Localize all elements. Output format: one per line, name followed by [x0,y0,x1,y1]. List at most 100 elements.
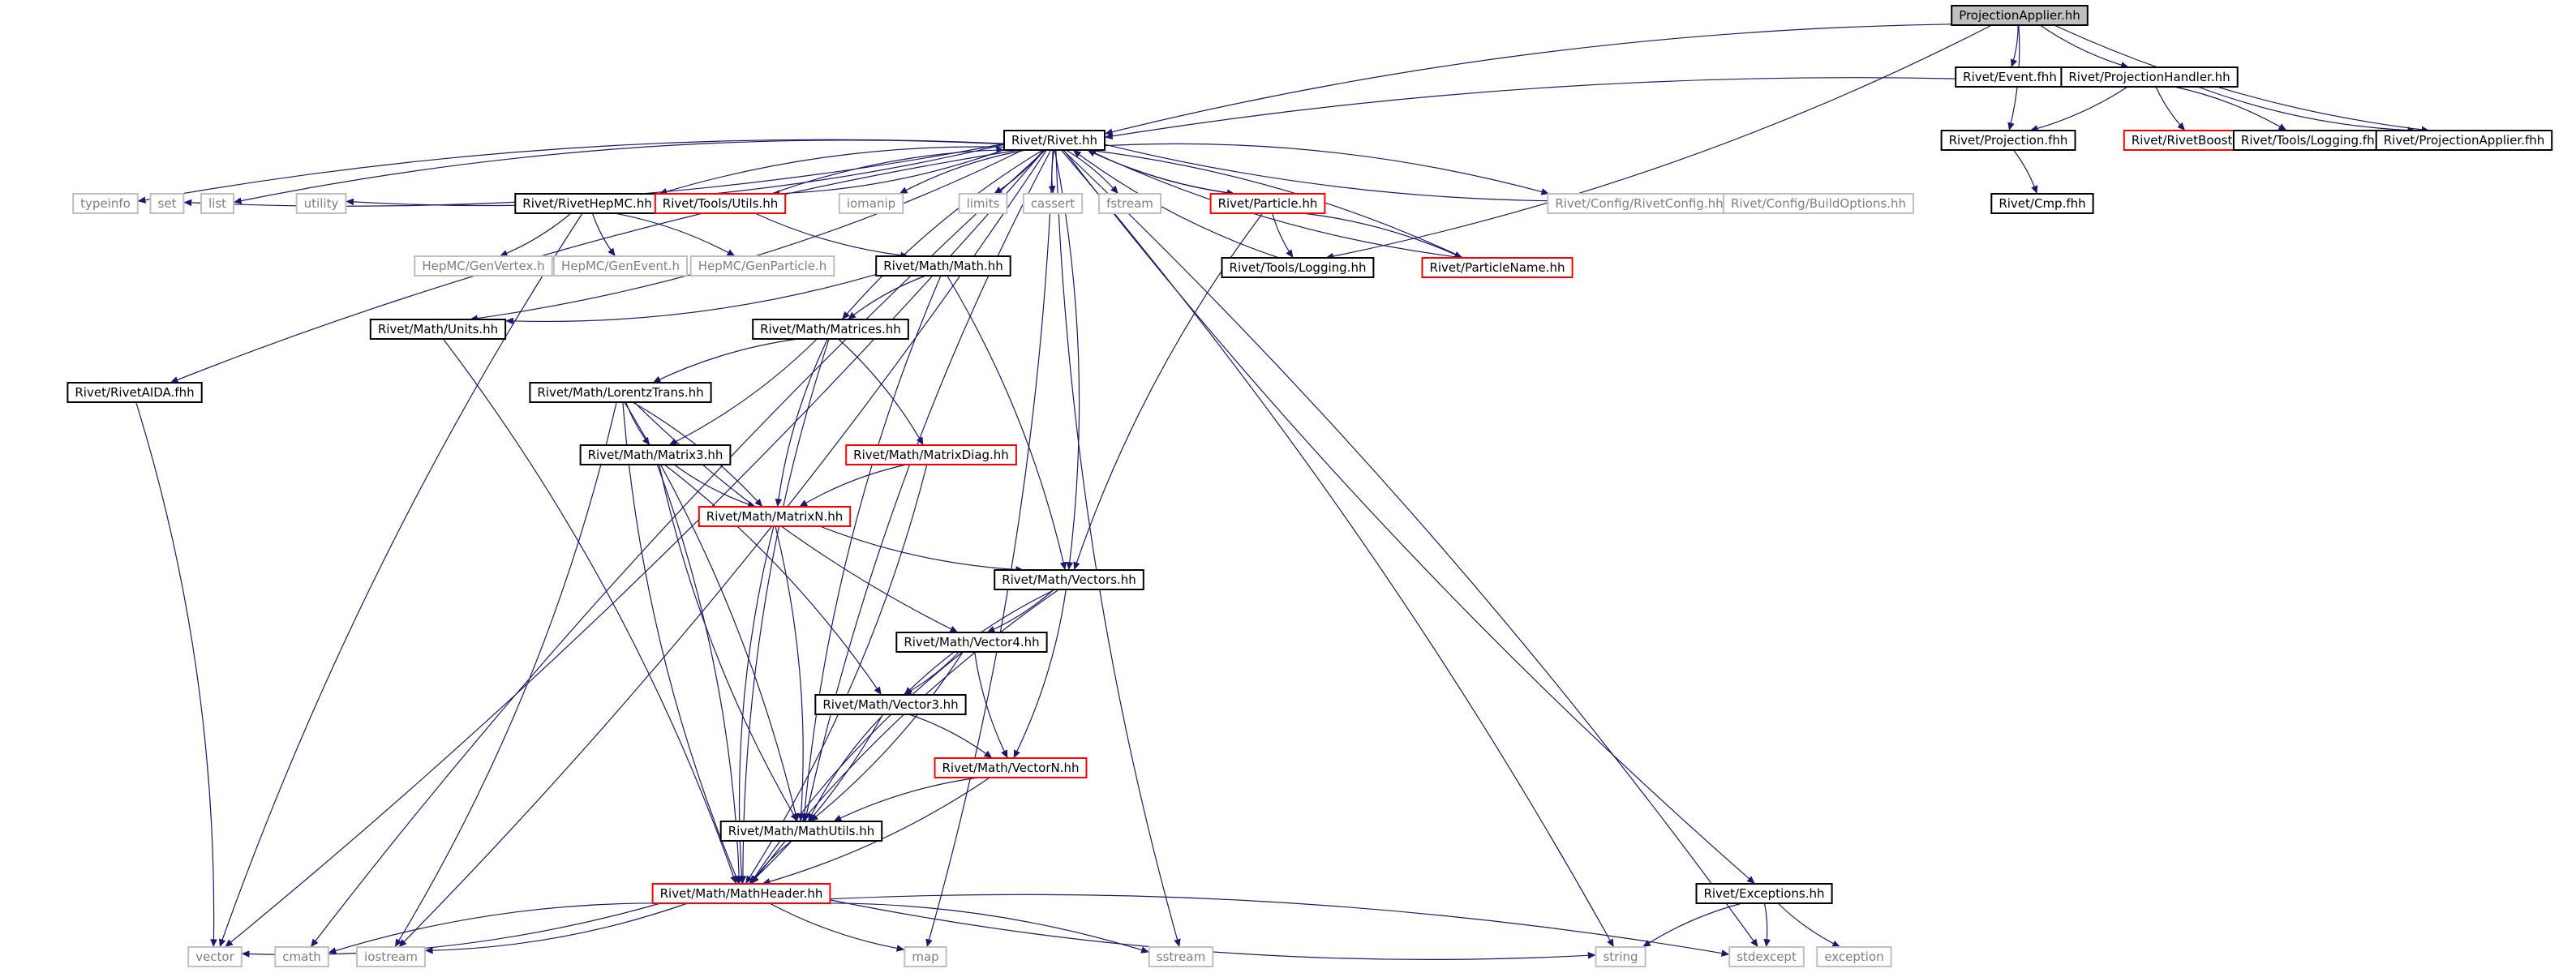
node-box [529,382,712,403]
edge-vector4-to-vectorn [974,651,1008,759]
node-box [579,444,732,465]
node-box [187,946,243,967]
node-label: iomanip [847,196,895,211]
node-box [72,193,139,214]
node-fstream: fstream [1098,193,1161,214]
node-label: ProjectionApplier.hh [1959,8,2080,23]
node-label: utility [304,196,339,211]
edge-matrix3-to-matrixn [673,464,756,508]
edge-rivet-to-map [925,149,1054,948]
node-sstream: sstream [1148,946,1214,967]
node-rivet-math-math-hh[interactable]: Rivet/Math/Math.hh [875,255,1011,276]
edge-matrices-to-mathheader [739,338,830,885]
edge-rivet-to-list [233,139,1005,204]
node-label: Rivet/Math/Matrices.hh [760,322,901,336]
node-box [875,255,1011,276]
node-rivet-math-vectorn-hh[interactable]: Rivet/Math/VectorN.hh [934,757,1088,778]
node-box [274,946,329,967]
node-rivet-cmp-fhh[interactable]: Rivet/Cmp.fhh [1990,193,2094,214]
node-box [1148,946,1214,967]
node-rivet-projectionapplier-fhh[interactable]: Rivet/ProjectionApplier.fhh [2375,130,2553,151]
edge-vector4-to-mathheader [749,651,964,885]
node-box [295,193,347,214]
node-box [1695,883,1833,904]
node-projectionapplier-hh[interactable]: ProjectionApplier.hh [1951,5,2089,26]
node-label: Rivet/Tools/Utils.hh [663,196,778,211]
node-box [1816,946,1892,967]
edge-mathheader-to-stdexcept [830,894,1730,957]
node-label: Rivet/Tools/Logging.hh [1230,260,1367,275]
node-rivet-math-vectors-hh[interactable]: Rivet/Math/Vectors.hh [994,569,1144,590]
edge-rivet-to-hepmc [659,146,1005,195]
node-box [2060,66,2239,88]
node-rivet-rivetaida-fhh[interactable]: Rivet/RivetAIDA.fhh [67,382,203,403]
node-rivet-math-matrixdiag-hh[interactable]: Rivet/Math/MatrixDiag.hh [845,444,1017,465]
node-rivet-rivethepmc-hh[interactable]: Rivet/RivetHepMC.hh [514,193,660,214]
node-rivet-math-vector3-hh[interactable]: Rivet/Math/Vector3.hh [814,694,967,715]
node-rivet-math-mathheader-hh[interactable]: Rivet/Math/MathHeader.hh [651,883,831,904]
node-rivet-math-lorentztrans-hh[interactable]: Rivet/Math/LorentzTrans.hh [529,382,712,403]
node-stdexcept: stdexcept [1728,946,1805,967]
node-box [1955,66,2065,88]
edge-mathutils-to-mathheader [750,840,792,885]
node-label: iostream [364,949,418,964]
edge-vector3-to-mathheader [749,714,884,885]
edge-ph-to-projfhh [2029,86,2128,132]
edge-lorentz-to-iostream [394,401,617,948]
node-rivet-math-matrixn-hh[interactable]: Rivet/Math/MatrixN.hh [698,506,852,527]
node-label: HepMC/GenParticle.h [698,259,827,273]
node-label: HepMC/GenEvent.h [561,259,680,273]
node-rivet-particle-hh[interactable]: Rivet/Particle.hh [1209,193,1326,214]
node-box [1421,257,1574,278]
node-rivet-projection-fhh[interactable]: Rivet/Projection.fhh [1940,130,2076,151]
node-box [814,694,967,715]
node-rivet-math-vector4-hh[interactable]: Rivet/Math/Vector4.hh [895,632,1048,653]
node-rivet-particlename-hh[interactable]: Rivet/ParticleName.hh [1421,257,1574,278]
edge-matrixdiag-to-matrixn [799,464,907,508]
edge-ph-to-logfhh [2174,86,2287,131]
node-label: Rivet/Math/Math.hh [883,259,1003,273]
node-label: Rivet/RivetBoost.hh [2132,133,2252,148]
edge-rivet-to-utils [771,149,1005,198]
edge-rivet-to-sstream [1055,149,1181,948]
edge-vectorn-to-mathutils [833,777,979,822]
edge-vectors-to-vectorn [1013,589,1067,759]
node-limits: limits [958,193,1008,214]
node-rivet-tools-utils-hh[interactable]: Rivet/Tools/Utils.hh [654,193,787,214]
edge-particle-to-pname [1302,212,1463,259]
edge-hepmc-to-genvertex [499,212,572,257]
edge-matrices-to-matrixn [775,338,828,508]
node-rivet-rivet-hh[interactable]: Rivet/Rivet.hh [1003,130,1106,151]
node-rivet-projectionhandler-hh[interactable]: Rivet/ProjectionHandler.hh [2060,66,2239,88]
edge-projfhh-to-cmp [2013,149,2038,195]
edge-rivet-to-limits [994,149,1044,195]
edge-exceptions-to-exception [1777,902,1841,948]
node-rivet-math-units-hh[interactable]: Rivet/Math/Units.hh [369,319,507,340]
node-box [1940,130,2076,151]
edge-matrices-to-lorentz [652,338,799,384]
node-box [1209,193,1326,214]
node-box [1595,946,1646,967]
edges-layer [135,24,2430,960]
node-exception: exception [1816,946,1892,967]
node-label: Rivet/Projection.fhh [1949,133,2068,148]
edge-ph-to-pafhh [2197,86,2416,134]
node-rivet-event-fhh[interactable]: Rivet/Event.fhh [1955,66,2065,88]
node-rivet-math-matrices-hh[interactable]: Rivet/Math/Matrices.hh [752,319,909,340]
node-rivet-exceptions-hh[interactable]: Rivet/Exceptions.hh [1695,883,1833,904]
edge-vector3-to-vectorn [908,714,993,759]
node-rivet-math-mathutils-hh[interactable]: Rivet/Math/MathUtils.hh [719,821,883,842]
node-list: list [200,193,234,214]
node-label: Rivet/Config/BuildOptions.hh [1731,196,1906,211]
edge-rivet-to-aida [170,149,1020,384]
node-box [1990,193,2094,214]
node-rivet-math-matrix3-hh[interactable]: Rivet/Math/Matrix3.hh [579,444,732,465]
node-box [934,757,1088,778]
node-rivet-tools-logging-hh[interactable]: Rivet/Tools/Logging.hh [1221,257,1375,278]
edge-rivet-to-vector [224,149,1045,948]
node-label: cmath [282,949,320,964]
edge-matrixn-to-vectors [819,525,1024,573]
node-rivet-tools-logging-fhh[interactable]: Rivet/Tools/Logging.fhh [2232,130,2391,151]
edge-exceptions-to-string [1642,902,1742,948]
node-label: list [208,196,226,211]
